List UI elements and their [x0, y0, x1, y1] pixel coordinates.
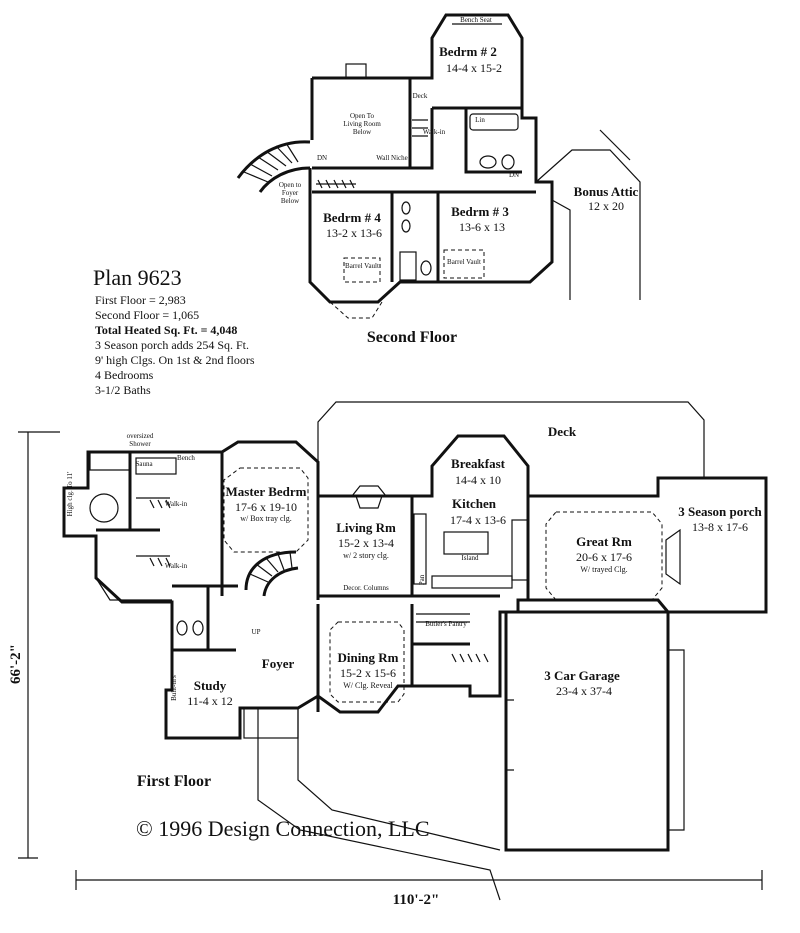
bench-seat-note: Bench Seat — [460, 16, 492, 24]
kitchen-size: 17-4 x 13-6 — [450, 513, 506, 527]
linen-note: Lin — [475, 116, 485, 124]
foyer-name: Foyer — [262, 656, 295, 671]
pantry-note: Pan — [418, 574, 426, 585]
bedroom-4-name: Bedrm # 4 — [323, 210, 381, 225]
second-floor-labels: Bedrm # 2 14-4 x 15-2 Bedrm # 3 13-6 x 1… — [279, 16, 639, 346]
dining-room-name: Dining Rm — [337, 650, 398, 665]
spec-bedrooms: 4 Bedrooms — [95, 368, 154, 382]
master-bedroom-note: w/ Box tray clg. — [240, 514, 292, 523]
bedroom-2-size: 14-4 x 15-2 — [446, 61, 502, 75]
garage-size: 23-4 x 37-4 — [556, 684, 612, 698]
overall-depth-dimension: 66'-2" — [8, 644, 24, 684]
oversized-note: oversized — [127, 432, 154, 440]
open-to-living-note-2: Living Room — [343, 120, 381, 128]
open-to-foyer-note-2: Foyer — [282, 189, 299, 197]
down-note-1: DN — [317, 154, 327, 162]
open-to-living-note-3: Below — [353, 128, 372, 136]
first-floor-plan — [62, 401, 768, 901]
dimension-lines: 66'-2" 110'-2" — [8, 431, 763, 908]
wall-niche-note: Wall Niche — [376, 154, 408, 162]
breakfast-size: 14-4 x 10 — [455, 473, 501, 487]
copyright-notice: © 1996 Design Connection, LLC — [136, 816, 430, 841]
barrel-vault-note-2: Barrel Vault — [447, 258, 481, 266]
master-bedroom-name: Master Bedrm — [226, 484, 307, 499]
bedroom-3-name: Bedrm # 3 — [451, 204, 509, 219]
stair-up-note: UP — [252, 628, 261, 636]
study-size: 11-4 x 12 — [187, 694, 233, 708]
overall-width-dimension: 110'-2" — [393, 892, 440, 908]
plan-title: Plan 9623 — [93, 265, 182, 290]
built-ins-note: Built-in's — [170, 675, 178, 701]
sauna-note: Sauna — [135, 460, 153, 468]
spec-ceilings: 9' high Clgs. On 1st & 2nd floors — [95, 353, 255, 367]
garage-name: 3 Car Garage — [544, 668, 620, 683]
deck-note: Deck — [413, 92, 428, 100]
spec-total-heated: Total Heated Sq. Ft. = 4,048 — [95, 323, 237, 337]
butlers-pantry-note: Butler's Pantry — [425, 620, 467, 628]
living-room-size: 15-2 x 13-4 — [338, 536, 394, 550]
deck-name: Deck — [548, 424, 577, 439]
high-ceiling-note: High clg. To 11' — [66, 472, 74, 517]
bedroom-4-size: 13-2 x 13-6 — [326, 226, 382, 240]
bonus-attic-name: Bonus Attic — [574, 184, 639, 199]
living-room-note: w/ 2 story clg. — [343, 551, 389, 560]
dining-room-note: W/ Clg. Reveal — [343, 681, 393, 690]
walk-in-note-1: Walk-in — [165, 500, 188, 508]
bonus-attic-size: 12 x 20 — [588, 199, 624, 213]
decor-columns-note: Decor. Columns — [343, 584, 389, 592]
bench-note: Bench — [177, 454, 195, 462]
porch-name: 3 Season porch — [678, 504, 762, 519]
master-bedroom-size: 17-6 x 19-10 — [235, 500, 297, 514]
dining-room-size: 15-2 x 15-6 — [340, 666, 396, 680]
spec-first-floor: First Floor = 2,983 — [95, 293, 186, 307]
down-note-2: DN — [509, 171, 519, 179]
shower-note: Shower — [129, 440, 151, 448]
study-name: Study — [194, 678, 227, 693]
porch-size: 13-8 x 17-6 — [692, 520, 748, 534]
spec-porch: 3 Season porch adds 254 Sq. Ft. — [95, 338, 249, 352]
walk-in-note-2: Walk-in — [165, 562, 188, 570]
spec-baths: 3-1/2 Baths — [95, 383, 151, 397]
great-room-name: Great Rm — [576, 534, 632, 549]
first-floor-labels: Deck Breakfast 14-4 x 10 Kitchen 17-4 x … — [66, 424, 763, 790]
great-room-size: 20-6 x 17-6 — [576, 550, 632, 564]
second-floor-caption: Second Floor — [367, 329, 457, 346]
open-to-foyer-note-1: Open to — [279, 181, 302, 189]
bedroom-3-size: 13-6 x 13 — [459, 220, 505, 234]
spec-second-floor: Second Floor = 1,065 — [95, 308, 199, 322]
island-note: Island — [461, 554, 479, 562]
first-floor-caption: First Floor — [137, 773, 211, 790]
breakfast-name: Breakfast — [451, 456, 506, 471]
open-to-foyer-note-3: Below — [281, 197, 300, 205]
great-room-note: W/ trayed Clg. — [580, 565, 627, 574]
open-to-living-note-1: Open To — [350, 112, 375, 120]
bedroom-2-name: Bedrm # 2 — [439, 44, 497, 59]
living-room-name: Living Rm — [336, 520, 396, 535]
kitchen-name: Kitchen — [452, 496, 497, 511]
plan-specs: Plan 9623 First Floor = 2,983 Second Flo… — [93, 265, 255, 397]
second-floor-plan — [236, 13, 641, 319]
walk-in-note: Walk-in — [423, 128, 446, 136]
barrel-vault-note-1: Barrel Vault — [345, 262, 379, 270]
